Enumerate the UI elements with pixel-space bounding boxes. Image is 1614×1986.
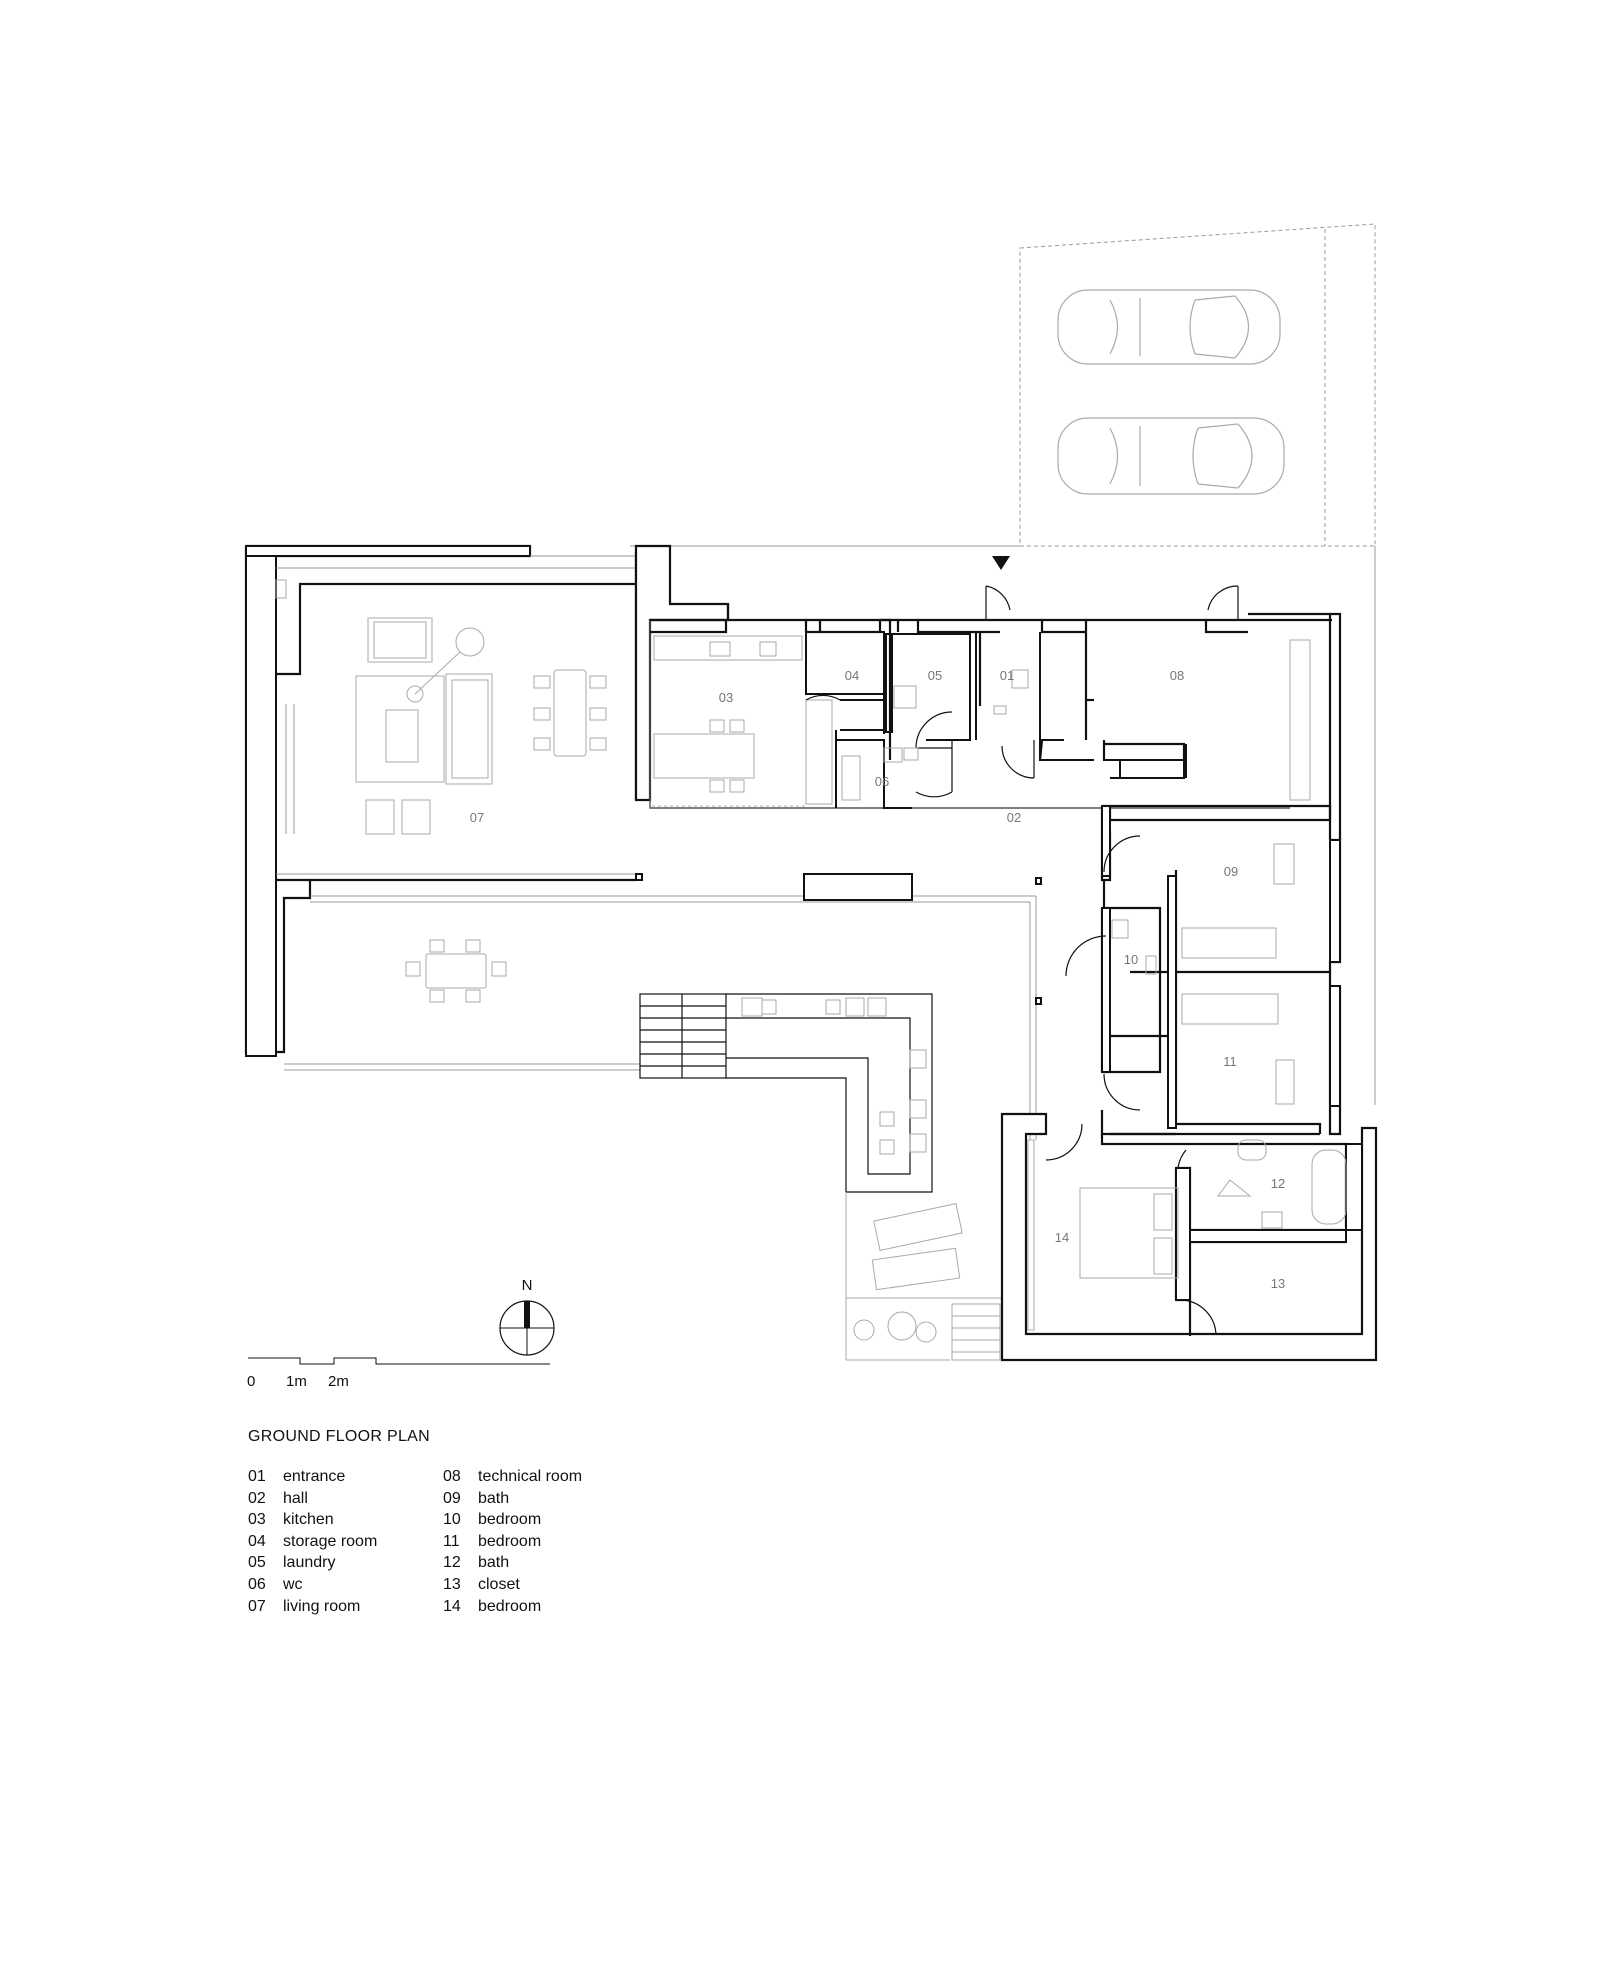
legend-item: 10 bedroom [443,1509,582,1531]
terrace [284,895,1037,1140]
stairs [639,993,727,1079]
svg-text:11: 11 [1223,1054,1237,1069]
legend-number: 02 [248,1489,266,1507]
legend-item: 12 bath [443,1552,582,1574]
legend-number: 08 [443,1468,461,1485]
legend-room-name: bedroom [478,1511,542,1529]
living-room-furniture [275,579,607,835]
car-1 [1057,289,1281,365]
legend-number: 04 [248,1532,266,1550]
svg-text:01: 01 [1000,668,1014,683]
legend-room-name: bedroom [478,1532,542,1550]
legend-item: 13 closet [443,1574,582,1596]
interior-walls [805,631,1187,809]
plan-title: GROUND FLOOR PLAN [248,1428,431,1445]
legend-room-name: closet [478,1575,520,1593]
svg-text:05: 05 [928,668,942,683]
svg-text:07: 07 [470,810,484,825]
outdoor-counter [726,993,933,1193]
svg-text:2m: 2m [328,1373,349,1390]
legend-item: 11 bedroom [443,1531,582,1553]
legend-room-name: technical room [478,1468,583,1485]
legend-item: 06 wc [248,1574,377,1596]
svg-text:1m: 1m [286,1373,307,1390]
master-suite-walls [1000,1112,1378,1362]
room-legend-column-2: 08 technical room 09 bath 10 bedroom 11 bedr… [443,1466,582,1617]
scale-bar [248,1357,550,1365]
lounge-area [845,1192,1002,1361]
legend-room-name: bath [478,1554,510,1572]
svg-text:09: 09 [1224,864,1238,879]
svg-text:04: 04 [845,668,859,683]
legend-room-name: hall [283,1489,308,1507]
legend-number: 01 [248,1468,266,1485]
legend-item: 05 laundry [248,1552,377,1574]
legend-item: 09 bath [443,1488,582,1510]
legend-room-name: living room [283,1597,361,1615]
legend-number: 05 [248,1554,266,1572]
living-room-walls [244,544,638,1054]
legend-number: 11 [443,1532,460,1550]
north-arrow: N [499,1277,555,1356]
legend-item: 02 hall [248,1488,377,1510]
legend-number: 13 [443,1575,461,1593]
legend-number: 10 [443,1511,461,1529]
legend-item: 04 storage room [248,1531,377,1553]
svg-text:13: 13 [1271,1276,1285,1291]
legend-item: 14 bedroom [443,1596,582,1618]
legend-number: 06 [248,1575,266,1593]
legend-room-name: laundry [283,1554,336,1572]
legend-room-name: bedroom [478,1597,542,1615]
svg-text:N: N [522,1277,533,1294]
scale-labels: 0 1m 2m [247,1373,349,1390]
svg-text:06: 06 [875,774,889,789]
car-2 [1057,417,1285,495]
legend-item: 07 living room [248,1596,377,1618]
svg-text:10: 10 [1124,952,1138,967]
legend-number: 14 [443,1597,461,1615]
legend-number: 07 [248,1597,266,1615]
kitchen-furniture [652,635,833,807]
legend-room-name: kitchen [283,1511,334,1529]
service-block-walls [634,544,1332,809]
legend-item: 08 technical room [443,1466,582,1488]
svg-text:0: 0 [247,1373,255,1390]
svg-text:12: 12 [1271,1176,1285,1191]
legend-number: 03 [248,1511,266,1529]
entrance-marker [992,556,1010,570]
legend-number: 12 [443,1554,461,1572]
legend-room-name: wc [283,1575,303,1593]
svg-text:14: 14 [1055,1230,1069,1245]
room-labels: 01 02 03 04 05 06 07 08 09 10 11 12 13 1… [470,668,1285,1291]
svg-text:03: 03 [719,690,733,705]
svg-text:02: 02 [1007,810,1021,825]
room-legend-column-1: 01 entrance 02 hall 03 kitchen 04 storage ro… [248,1466,377,1617]
legend-room-name: bath [478,1489,510,1507]
svg-text:08: 08 [1170,668,1184,683]
bedroom-wing-walls [1100,804,1342,1136]
legend-item: 03 kitchen [248,1509,377,1531]
legend-item: 01 entrance [248,1466,377,1488]
parking-area [1019,223,1376,1105]
legend-room-name: entrance [283,1468,346,1485]
legend-room-name: storage room [283,1532,378,1550]
legend-number: 09 [443,1489,461,1507]
